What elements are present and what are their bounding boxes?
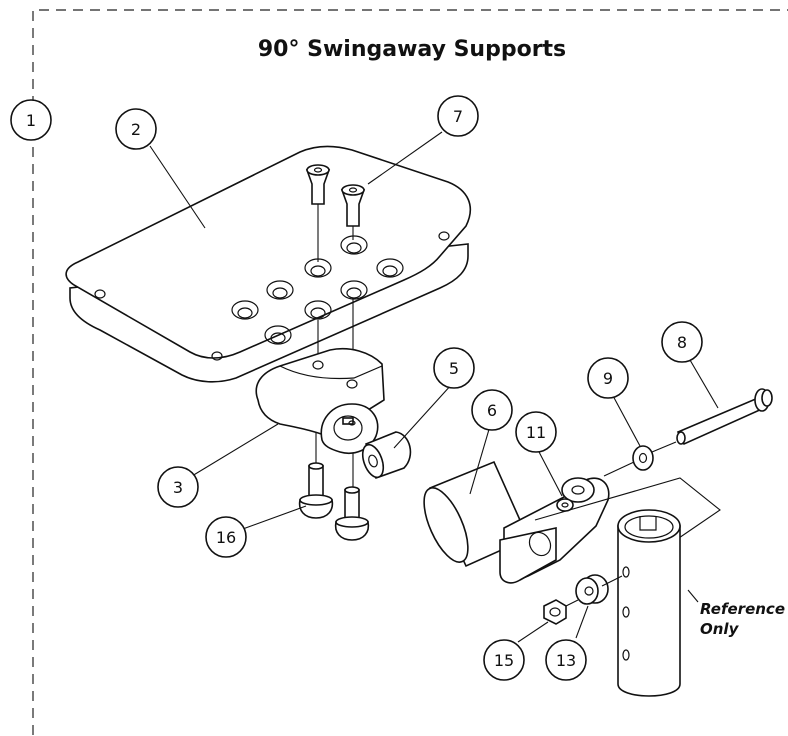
svg-text:16: 16 [216, 528, 236, 547]
callout-9: 9 [587, 357, 629, 399]
svg-text:7: 7 [453, 107, 463, 126]
clamp-bracket-part-3 [255, 348, 385, 454]
svg-text:11: 11 [526, 423, 546, 442]
dashed-border [32, 9, 788, 735]
svg-text:9: 9 [603, 369, 613, 388]
callout-13: 13 [545, 639, 587, 681]
reference-note-line1: Reference [700, 600, 785, 618]
swing-arm-bracket [499, 477, 610, 584]
footplate-part-2 [65, 145, 472, 383]
svg-text:3: 3 [173, 478, 183, 497]
flat-head-screws-part-7 [305, 164, 366, 227]
reference-note-line2: Only [700, 620, 740, 638]
svg-text:8: 8 [677, 333, 687, 352]
callout-8: 8 [661, 321, 703, 363]
callout-3: 3 [157, 466, 199, 508]
callout-11: 11 [515, 411, 557, 453]
svg-text:13: 13 [556, 651, 576, 670]
reference-tube [617, 509, 681, 697]
svg-text:1: 1 [26, 111, 36, 130]
svg-text:15: 15 [494, 651, 514, 670]
spacer-part-13 [575, 574, 609, 605]
callout-1: 1 [10, 99, 52, 141]
callout-2: 2 [115, 108, 157, 150]
lock-nut-part-15 [543, 599, 567, 625]
callout-16: 16 [205, 516, 247, 558]
washer-part-9 [632, 445, 654, 471]
callout-7: 7 [437, 95, 479, 137]
svg-text:2: 2 [131, 120, 141, 139]
callout-15: 15 [483, 639, 525, 681]
bushing-part-5 [361, 431, 412, 480]
button-head-bolts-part-16 [298, 462, 370, 541]
pivot-pin-part-8 [676, 388, 773, 446]
svg-text:6: 6 [487, 401, 497, 420]
diagram-title: 90° Swingaway Supports [258, 37, 566, 62]
callout-6: 6 [471, 389, 513, 431]
callout-5: 5 [433, 347, 475, 389]
svg-text:5: 5 [449, 359, 459, 378]
